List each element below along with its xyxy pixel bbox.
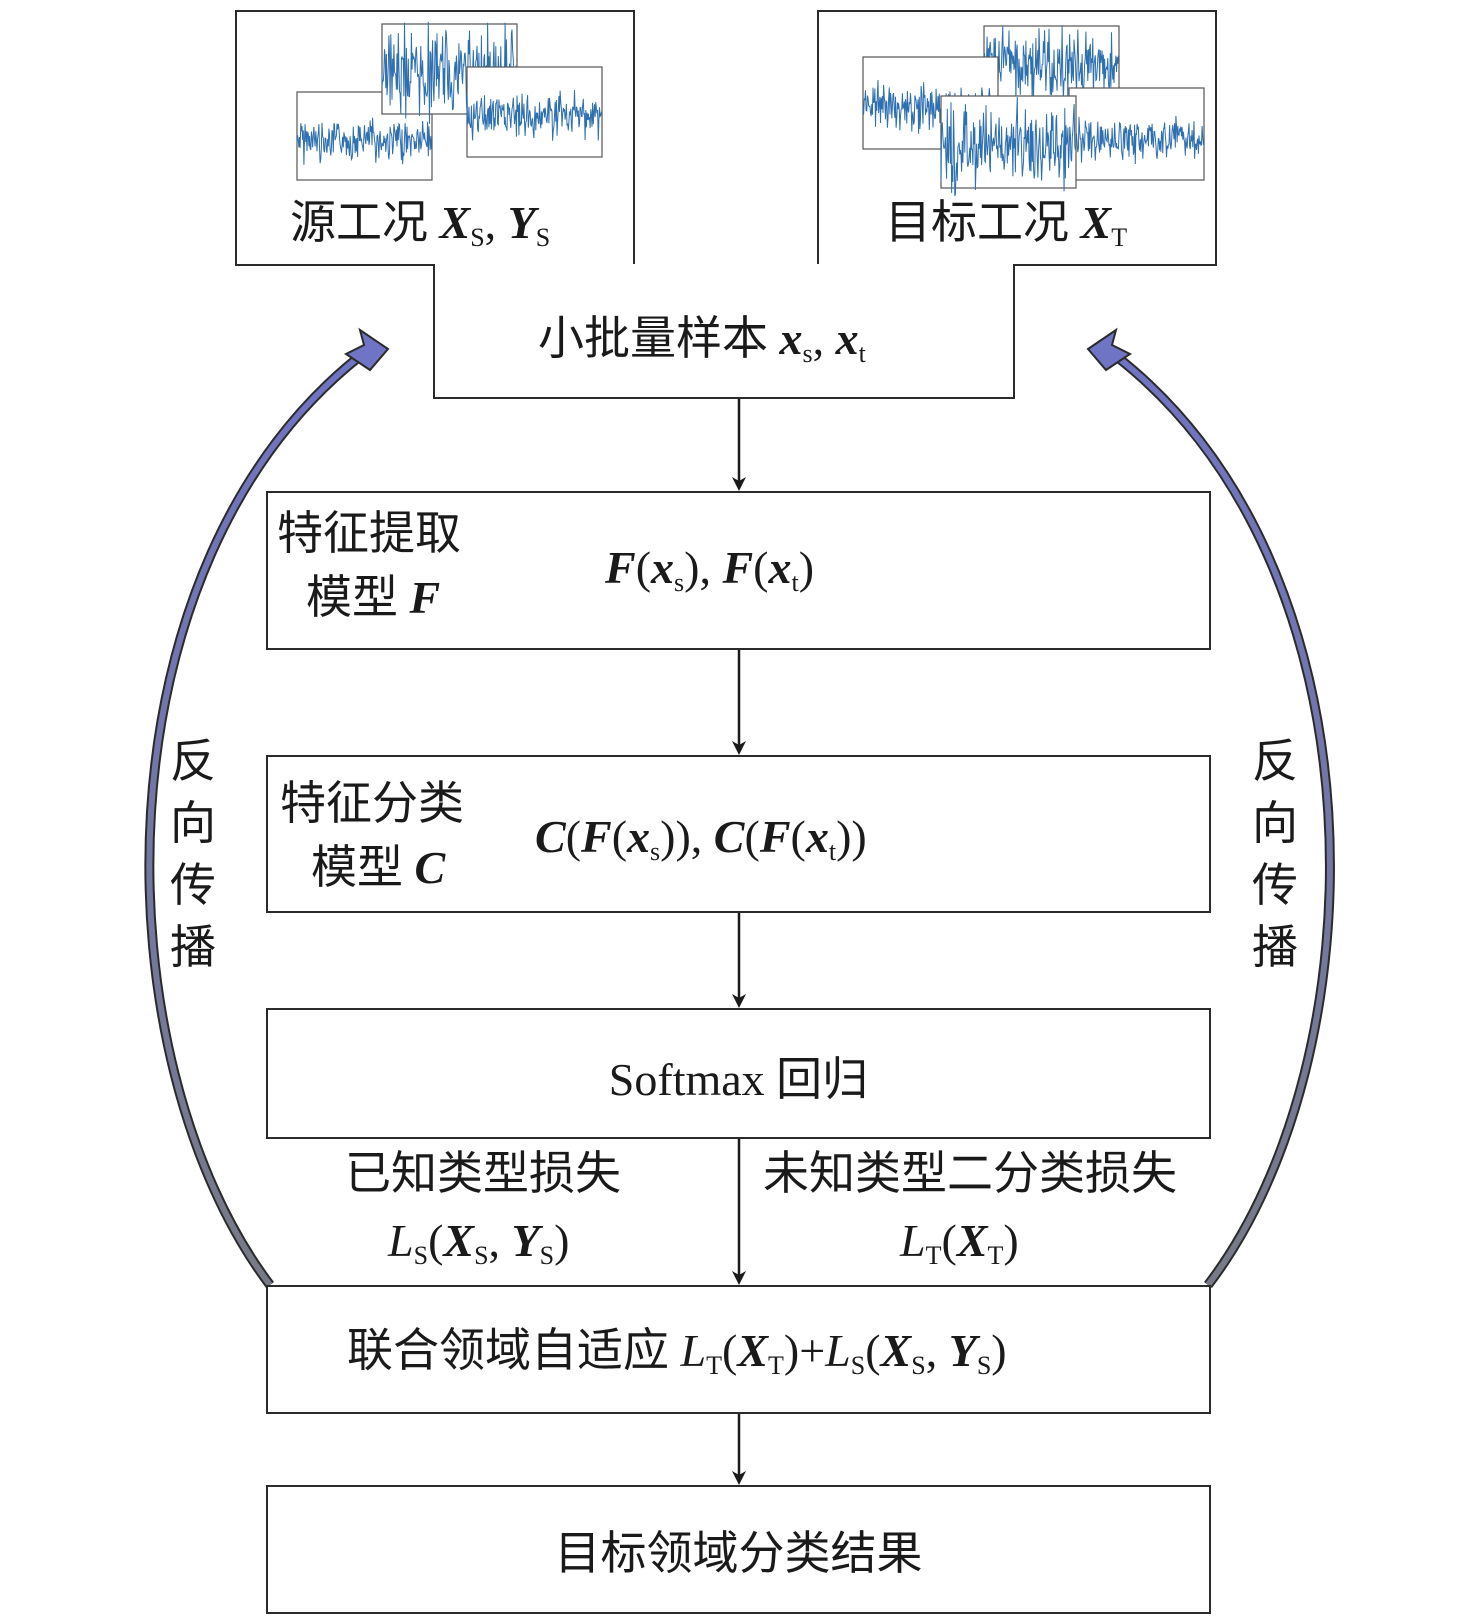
joint-adaptation-box: [266, 1285, 1211, 1414]
unknown-loss-formula: LT(XT): [900, 1215, 1019, 1270]
feature-extraction-formula: F(xs), F(xt): [605, 542, 815, 597]
backprop-arrowhead-left: [344, 327, 390, 372]
known-loss-formula: LS(XS, YS): [388, 1215, 570, 1270]
target-condition-label: 目标工况 XT: [885, 197, 1128, 252]
target-condition-box: [817, 10, 1217, 266]
minibatch-box: [433, 264, 1015, 399]
feature-classification-formula: C(F(xs)), C(F(xt)): [535, 811, 867, 866]
feature-classification-title: 特征分类: [280, 776, 464, 830]
joint-adaptation-label: 联合领域自适应 LT(XT)+LS(XS, YS): [347, 1325, 1007, 1380]
feature-extraction-title: 特征提取: [277, 506, 461, 560]
backprop-arrowhead-right: [1086, 327, 1132, 372]
feature-extraction-box: [266, 491, 1211, 650]
softmax-label: Softmax 回归: [608, 1054, 869, 1105]
target-signal-thumbnails: [862, 25, 1205, 197]
source-signal-thumbnails: [296, 21, 603, 181]
known-loss-title: 已知类型损失: [345, 1146, 621, 1200]
feature-extraction-model: 模型 F: [306, 572, 441, 623]
source-condition-label: 源工况 XS, YS: [290, 197, 551, 252]
feature-classification-model: 模型 C: [311, 842, 446, 893]
softmax-box: [266, 1008, 1211, 1139]
backprop-label-left: 反向传播: [170, 734, 216, 974]
result-label: 目标领域分类结果: [554, 1526, 923, 1580]
signal-thumbnail: [466, 66, 603, 158]
unknown-loss-title: 未知类型二分类损失: [763, 1146, 1177, 1200]
feature-classification-box: [266, 755, 1211, 913]
signal-thumbnail: [940, 95, 1077, 197]
minibatch-label: 小批量样本 xs, xt: [538, 313, 866, 368]
source-condition-box: [235, 10, 635, 266]
signal-thumbnail: [1068, 87, 1205, 181]
backprop-label-right: 反向传播: [1252, 734, 1298, 974]
result-box: [266, 1485, 1211, 1614]
